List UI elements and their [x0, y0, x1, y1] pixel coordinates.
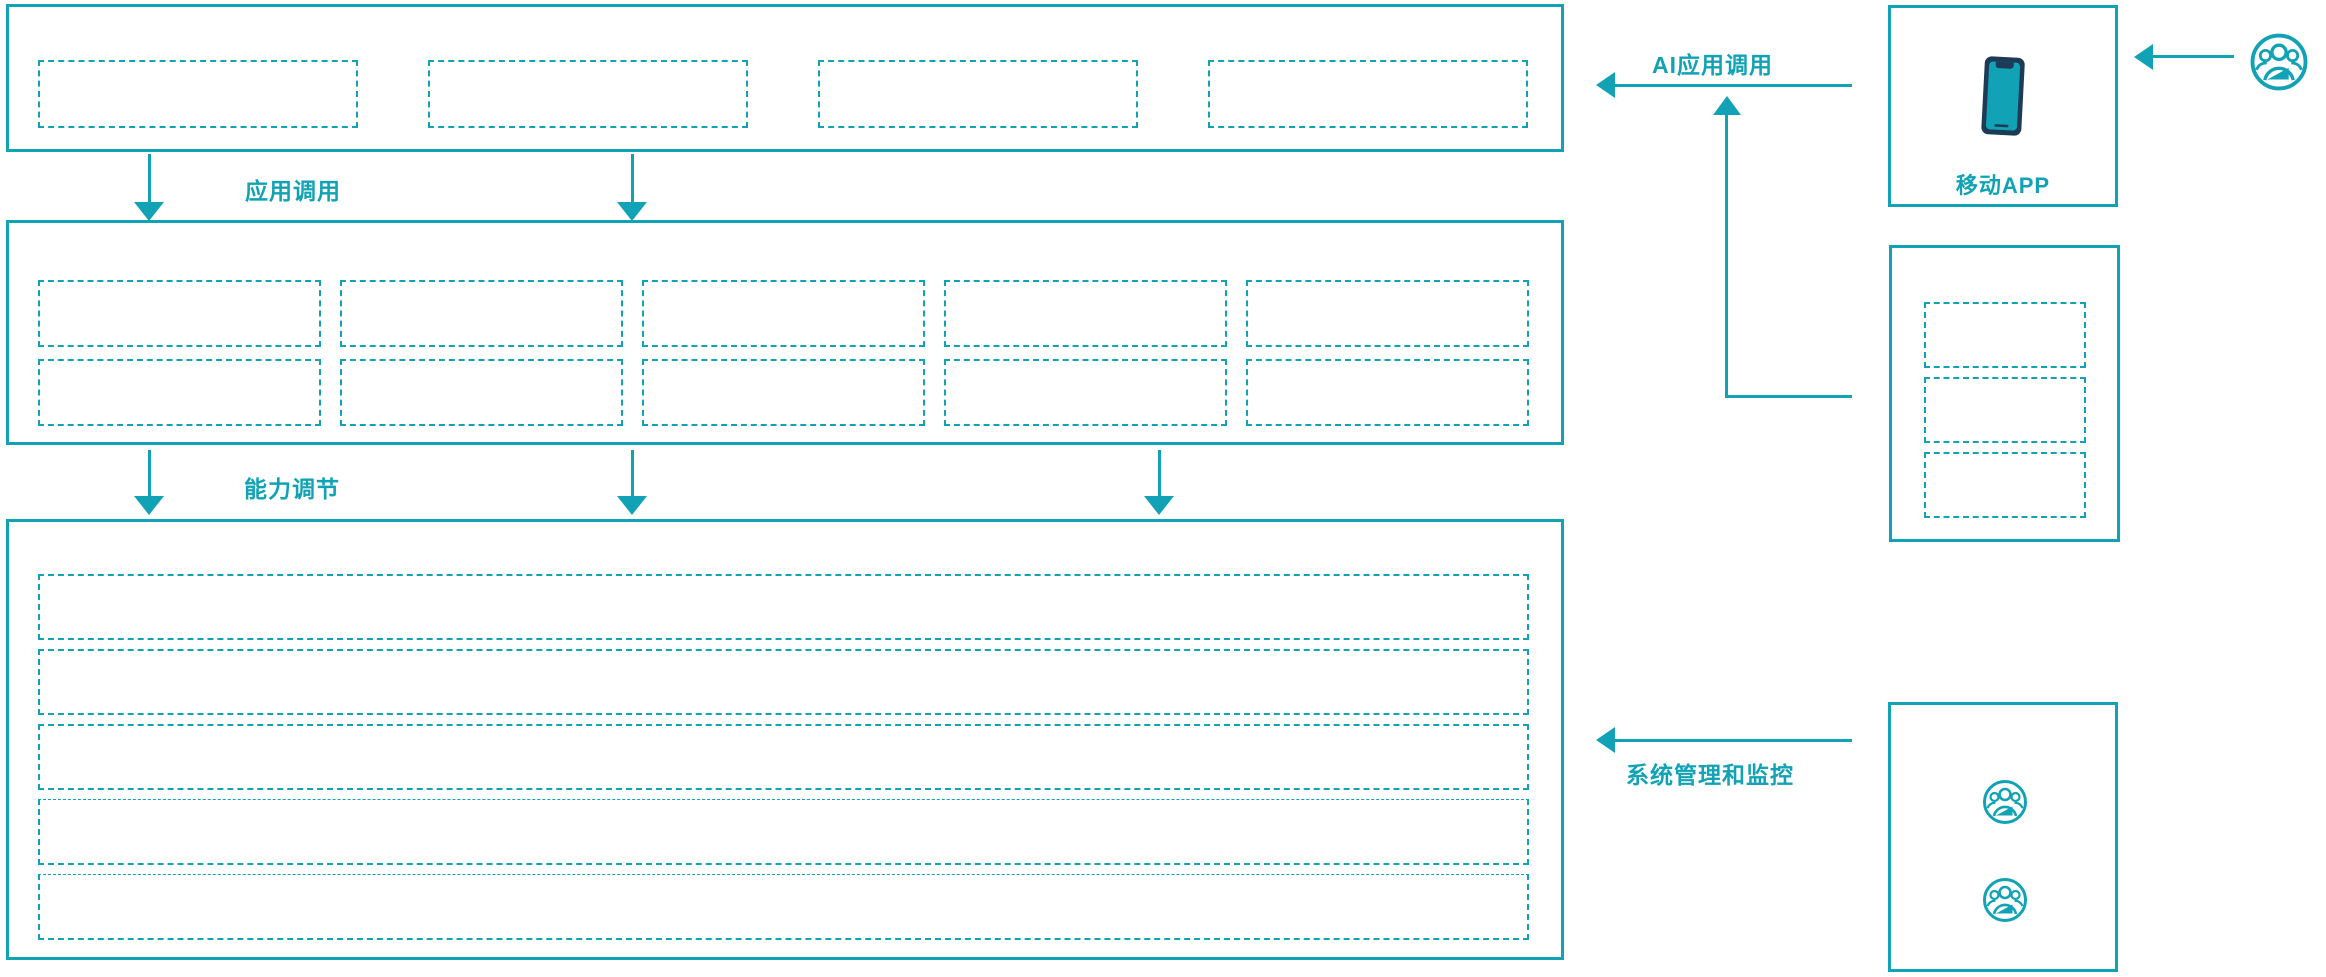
- down-arrow-icon: [1144, 496, 1174, 515]
- capability-layer-row: [38, 574, 1529, 640]
- business-system-slot: [1924, 452, 2086, 518]
- left-arrow-icon: [2134, 44, 2153, 70]
- down-arrow-icon: [617, 202, 647, 221]
- business-system-slot: [1924, 377, 2086, 443]
- platform-layer-slot: [642, 280, 925, 347]
- platform-layer-slot: [642, 359, 925, 426]
- platform-layer-slot: [944, 280, 1227, 347]
- platform-layer-container: [6, 220, 1564, 445]
- business-connector-horizontal: [1725, 395, 1852, 398]
- platform-layer-slot: [340, 359, 623, 426]
- ai-app-call-label: AI应用调用: [1652, 52, 1773, 78]
- down-arrow-line: [631, 450, 634, 498]
- platform-layer-slot: [1246, 359, 1529, 426]
- capability-layer-row: [38, 799, 1529, 865]
- down-arrow-line: [148, 450, 151, 498]
- platform-layer-slot: [1246, 280, 1529, 347]
- app-layer-slot: [428, 60, 748, 128]
- app-layer-container: [6, 4, 1564, 152]
- system-mgmt-arrow-line: [1614, 739, 1852, 742]
- user-group-icon: [1983, 878, 2027, 922]
- app-layer-slot: [1208, 60, 1528, 128]
- app-call-label: 应用调用: [245, 178, 341, 204]
- app-layer-slot: [38, 60, 358, 128]
- business-system-slot: [1924, 302, 2086, 368]
- capability-layer-row: [38, 874, 1529, 940]
- up-arrow-icon: [1713, 96, 1741, 115]
- left-arrow-icon: [1596, 72, 1615, 98]
- down-arrow-line: [631, 154, 634, 204]
- down-arrow-icon: [134, 496, 164, 515]
- system-management-label: 系统管理和监控: [1626, 762, 1794, 788]
- capability-layer-row: [38, 724, 1529, 790]
- business-system-box: [1889, 245, 2120, 542]
- capability-adjust-label: 能力调节: [244, 476, 340, 502]
- app-layer-slot: [818, 60, 1138, 128]
- platform-layer-slot: [38, 359, 321, 426]
- user-arrow-line: [2152, 55, 2234, 58]
- left-arrow-icon: [1596, 727, 1615, 753]
- user-group-icon: [1983, 780, 2027, 824]
- down-arrow-icon: [617, 496, 647, 515]
- platform-layer-slot: [340, 280, 623, 347]
- down-arrow-icon: [134, 202, 164, 221]
- capability-layer-container: [6, 519, 1564, 960]
- mobile-phone-icon: [1981, 56, 2025, 136]
- down-arrow-line: [1158, 450, 1161, 498]
- business-connector-vertical: [1725, 114, 1728, 398]
- mobile-app-label: 移动APP: [1955, 173, 2051, 198]
- operators-box: [1888, 702, 2118, 972]
- platform-layer-slot: [38, 280, 321, 347]
- user-group-icon: [2250, 33, 2308, 91]
- down-arrow-line: [148, 154, 151, 204]
- capability-layer-row: [38, 649, 1529, 715]
- ai-call-arrow-line: [1614, 84, 1852, 87]
- platform-layer-slot: [944, 359, 1227, 426]
